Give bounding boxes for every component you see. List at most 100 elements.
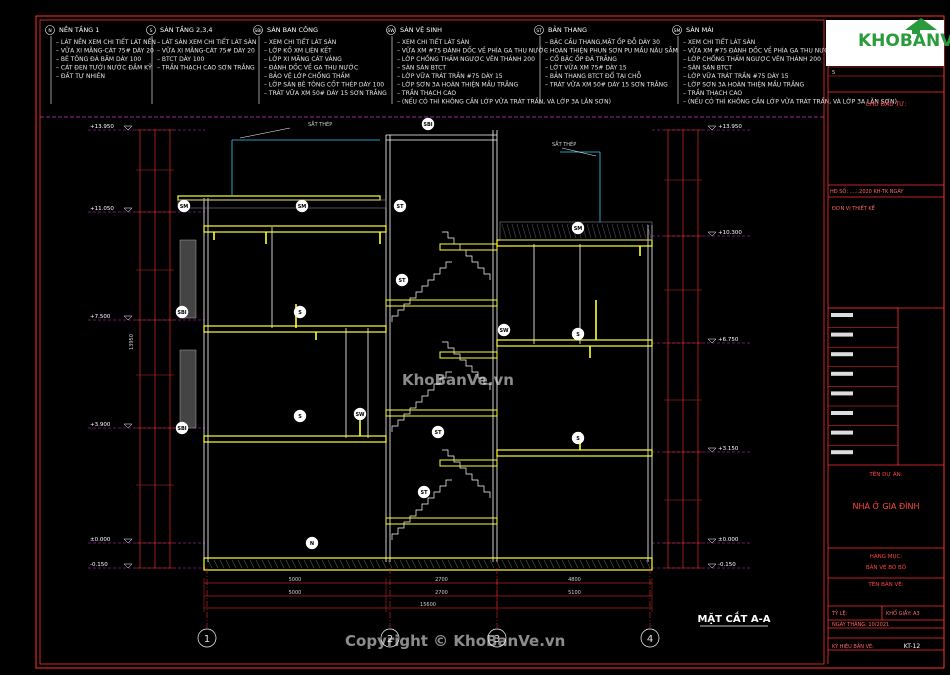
note-tag: SBI (254, 28, 261, 34)
design-unit-label: ĐƠN VỊ THIẾT KẾ (832, 204, 876, 212)
project-label: TÊN DỰ ÁN: (868, 470, 902, 478)
grid-axis-bubble (640, 628, 660, 648)
tag-bubble-s: S (571, 431, 585, 445)
note-line: – LỚP CHỐNG THẤM NGƯỢC VÊN THÀNH 200 (397, 55, 535, 63)
stair-flight (391, 479, 452, 540)
signature-row-label-block (831, 430, 853, 435)
tag-bubble-sbi: SBI (421, 117, 435, 131)
tag-label: S (576, 332, 580, 338)
tag-bubble-n: N (305, 536, 319, 550)
roof-hatch (556, 223, 562, 239)
ground-hatch (303, 559, 309, 569)
note-title: SÀN TẦNG 2,3,4 (160, 24, 213, 34)
tag-label: ST (434, 430, 442, 436)
tag-bubble-st: ST (417, 485, 431, 499)
ground-hatch (603, 559, 609, 569)
level-marker (707, 338, 717, 344)
khobanve-logo: KHOBANVE (826, 18, 950, 66)
ground-hatch (609, 559, 615, 569)
stair-flight (391, 261, 452, 322)
note-line: – LÁT NỀN XEM CHI TIẾT LÁT NỀN (56, 38, 156, 46)
tag-circle (305, 536, 319, 550)
level-marker (123, 423, 133, 429)
contract-label: HĐ SỐ: ......2020 KH-TK NGÀY (830, 187, 904, 195)
stair-landing (439, 351, 498, 359)
note-tag-circle (45, 25, 55, 35)
balcony-railing (179, 349, 197, 429)
floor-slab (203, 435, 387, 443)
level-marker (123, 207, 133, 213)
note-line: – (NẾU CÓ THÌ KHÔNG CẦN LỚP VỮA TRÁT TRẦ… (397, 98, 611, 106)
logo-text: KHOBANVE (858, 31, 950, 51)
ground-hatch (261, 559, 267, 569)
ground-hatch (405, 559, 411, 569)
ground-hatch (495, 559, 501, 569)
roof-hatch (636, 223, 642, 239)
level-left: -0.150 (90, 562, 108, 568)
tag-circle (293, 305, 307, 319)
ground-hatch (411, 559, 417, 569)
roof-parapet-hatch (177, 199, 387, 209)
signature-row-label-block (831, 313, 853, 317)
roof-hatch (551, 223, 557, 239)
category-value: BẢN VẼ BÓ BỐ (866, 563, 907, 571)
grid-axis-bubble (487, 628, 507, 648)
section-drawing: +13.950+11.050+7.500+3.900±0.000-0.150+1… (88, 117, 771, 648)
ground-hatch (615, 559, 621, 569)
level-right: +6.750 (718, 337, 739, 343)
tag-bubble-sm: SM (295, 199, 309, 213)
ground-hatch (387, 559, 393, 569)
stair-flight (442, 449, 491, 498)
tag-circle (421, 117, 435, 131)
roof-hatch (626, 223, 632, 239)
stair-landing (385, 517, 498, 525)
note-line: – ĐÁNH DỐC VỀ GA THU NƯỚC (264, 64, 358, 72)
roof-hatch (516, 223, 522, 239)
note-line: – BÊ TÔNG ĐÁ BĂM DÀY 100 (56, 55, 141, 63)
level-right: +10.300 (718, 230, 742, 236)
inner-frame (39, 19, 825, 665)
tag-label: SBI (177, 310, 186, 316)
ground-hatch (447, 559, 453, 569)
roof-hatch (596, 223, 602, 239)
ground-hatch (291, 559, 297, 569)
tag-label: SBI (177, 426, 186, 432)
ground-hatch (477, 559, 483, 569)
owner-label: CHỦ ĐẦU TƯ: (866, 100, 907, 108)
ground-hatch (255, 559, 261, 569)
roof-terrace-hatch (499, 221, 653, 241)
tag-circle (497, 323, 511, 337)
note-tag: ST (536, 28, 542, 34)
ground-hatch (315, 559, 321, 569)
note-line: – LỚP VỮA TRÁT TRẦN #75 DÀY 15 (683, 72, 789, 80)
grid-axis-label: 3 (494, 634, 500, 645)
ground-hatch (321, 559, 327, 569)
sheet-number: KT-12 (904, 643, 921, 650)
note-line: – BẢO VỆ LỚP CHỐNG THẤM (264, 72, 350, 80)
ground-hatch (249, 559, 255, 569)
category-label: HẠNG MỤC: (870, 554, 903, 560)
ground-hatch (381, 559, 387, 569)
grid-axis-bubble (197, 628, 217, 648)
roof-hatch (631, 223, 637, 239)
note-tag: S (150, 28, 153, 34)
ground-hatch (633, 559, 639, 569)
ground-hatch (555, 559, 561, 569)
tag-bubble-s: S (293, 305, 307, 319)
ground-hatch (567, 559, 573, 569)
ground-hatch (543, 559, 549, 569)
roof-hatch (536, 223, 542, 239)
tag-circle (571, 431, 585, 445)
note-line: – LÁT SÀN XEM CHI TIẾT LÁT SÀN (157, 38, 256, 46)
level-left: +7.500 (90, 314, 111, 320)
dim-bottom-1: 4800 (568, 577, 581, 583)
grid-axis-label: 4 (647, 634, 653, 645)
level-left: +13.950 (90, 124, 114, 130)
ground-hatch (423, 559, 429, 569)
roof-hatch (586, 223, 592, 239)
ground-hatch (645, 559, 651, 569)
tag-bubble-st: ST (395, 273, 409, 287)
tag-circle (177, 199, 191, 213)
ground-slab (203, 557, 653, 571)
